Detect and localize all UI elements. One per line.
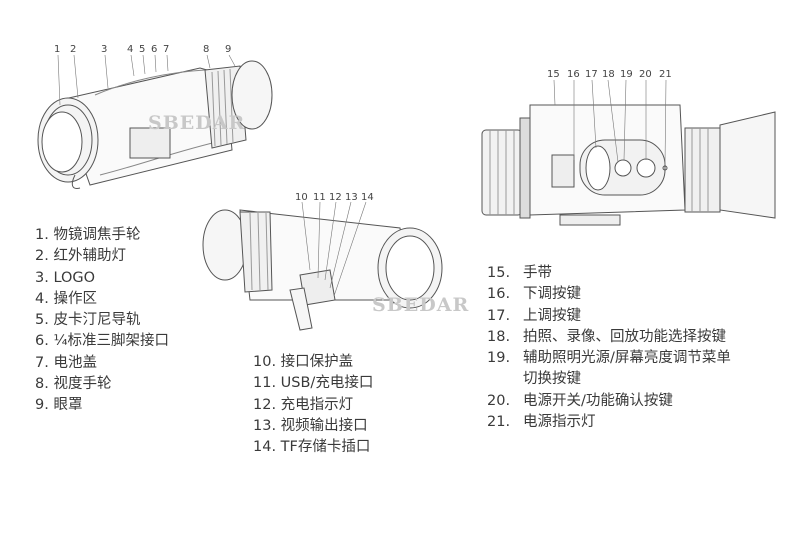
callout-10: 10 xyxy=(295,192,308,203)
legend-item: 5. 皮卡汀尼导轨 xyxy=(35,312,141,329)
legend-item: 10. 接口保护盖 xyxy=(253,354,354,370)
callout-13: 13 xyxy=(345,192,358,203)
callout-2: 2 xyxy=(70,44,77,55)
legend-item: 6. ¼标准三脚架接口 xyxy=(35,333,169,350)
legend-item: 切换按键 xyxy=(487,369,731,390)
legend-item: 9. 眼罩 xyxy=(35,397,83,414)
legend-item: 3. LOGO xyxy=(35,269,96,286)
legend-item: 19. 辅助照明光源/屏幕亮度调节菜单 xyxy=(487,348,731,369)
item-number: 15. xyxy=(487,265,511,281)
callout-3: 3 xyxy=(101,44,108,55)
callout-16: 16 xyxy=(567,69,580,80)
item-number: 16. xyxy=(487,286,511,303)
device-top-view xyxy=(481,79,776,226)
callout-7: 7 xyxy=(163,44,170,55)
item-text: 下调按键 xyxy=(523,286,581,303)
item-text: 拍照、录像、回放功能选择按键 xyxy=(523,328,726,345)
watermark-logo: SBEDAR xyxy=(148,112,246,134)
legend-item: 16. 下调按键 xyxy=(487,284,731,305)
item-text: 上调按键 xyxy=(523,307,581,324)
callout-18: 18 xyxy=(602,69,615,80)
legend-item: 14. TF存储卡插口 xyxy=(253,439,371,456)
legend-item: 11. USB/充电接口 xyxy=(253,375,374,392)
legend-list-middle: 10. 接口保护盖 11. USB/充电接口 12. 充电指示灯 13. 视频输… xyxy=(253,352,373,458)
legend-item: 17. 上调按键 xyxy=(487,306,731,327)
callout-19: 19 xyxy=(620,69,633,80)
legend-item: 8. 视度手轮 xyxy=(35,376,112,393)
item-text: 电源指示灯 xyxy=(523,414,596,431)
legend-item: 18. 拍照、录像、回放功能选择按键 xyxy=(487,327,731,348)
callout-4: 4 xyxy=(127,44,134,55)
legend-item: 7. 电池盖 xyxy=(35,354,97,371)
legend-list-right: 15.手带 16.下调按键 17.上调按键 18.拍照、录像、回放功能选择按键 … xyxy=(487,263,731,433)
legend-item: 1. 物镜调焦手轮 xyxy=(35,227,141,243)
callout-9: 9 xyxy=(225,44,232,55)
callout-20: 20 xyxy=(639,69,652,80)
item-number: 20. xyxy=(487,392,511,409)
item-text: 辅助照明光源/屏幕亮度调节菜单 xyxy=(523,350,731,367)
item-number: 18. xyxy=(487,328,511,345)
legend-item: 4. 操作区 xyxy=(35,290,97,307)
callout-14: 14 xyxy=(361,192,374,203)
watermark-logo: SBEDAR xyxy=(372,294,470,316)
callout-5: 5 xyxy=(139,44,146,55)
legend-item: 20. 电源开关/功能确认按键 xyxy=(487,391,731,412)
item-text: 手带 xyxy=(523,265,552,281)
callout-1: 1 xyxy=(54,44,61,55)
item-text: 电源开关/功能确认按键 xyxy=(523,392,673,409)
device-side-view xyxy=(202,201,443,331)
callout-12: 12 xyxy=(329,192,342,203)
callout-11: 11 xyxy=(313,192,326,203)
callout-8: 8 xyxy=(203,44,210,55)
item-number: 17. xyxy=(487,307,511,324)
callout-15: 15 xyxy=(547,69,560,80)
legend-item: 21. 电源指示灯 xyxy=(487,412,731,433)
legend-list-left: 1. 物镜调焦手轮 2. 红外辅助灯 3. LOGO 4. 操作区 5. 皮卡汀… xyxy=(35,225,169,417)
device-front-view xyxy=(37,54,273,189)
item-number: 21. xyxy=(487,414,511,431)
callout-21: 21 xyxy=(659,69,672,80)
item-number: 19. xyxy=(487,350,511,367)
legend-item: 2. 红外辅助灯 xyxy=(35,248,126,265)
item-text: 切换按键 xyxy=(523,371,581,388)
legend-item: 13. 视频输出接口 xyxy=(253,417,368,434)
callout-6: 6 xyxy=(151,44,158,55)
legend-item: 15. 手带 xyxy=(487,263,731,284)
callout-17: 17 xyxy=(585,69,598,80)
legend-item: 12. 充电指示灯 xyxy=(253,396,354,413)
